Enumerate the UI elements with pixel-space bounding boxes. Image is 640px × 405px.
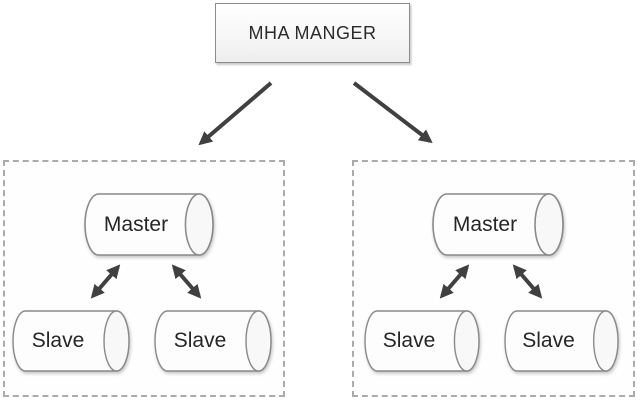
cluster-1-slave-1-cylinder: Slave bbox=[12, 310, 130, 372]
slave-label: Slave bbox=[31, 329, 85, 352]
mha-manager-node: MHA MANGER bbox=[215, 3, 410, 63]
database-cylinder-icon bbox=[432, 193, 564, 256]
database-cylinder-icon bbox=[154, 310, 272, 372]
cluster-2-slave-2-cylinder: Slave bbox=[504, 310, 619, 372]
cluster-1-slave-2-cylinder: Slave bbox=[154, 310, 272, 372]
database-cylinder-icon bbox=[504, 310, 619, 372]
cluster-1-master-cylinder: Master bbox=[84, 193, 214, 256]
cluster-2-slave-1-cylinder: Slave bbox=[364, 310, 480, 372]
database-cylinder-icon bbox=[12, 310, 130, 372]
database-cylinder-icon bbox=[364, 310, 480, 372]
master-label: Master bbox=[452, 212, 518, 236]
slave-label: Slave bbox=[382, 329, 436, 352]
slave-label: Slave bbox=[173, 329, 227, 352]
mha-manager-label: MHA MANGER bbox=[248, 22, 377, 43]
cluster-2-master-cylinder: Master bbox=[432, 193, 564, 256]
database-cylinder-icon bbox=[84, 193, 214, 256]
arrow-manager-to-cluster2 bbox=[352, 81, 433, 144]
slave-label: Slave bbox=[522, 329, 575, 352]
master-label: Master bbox=[103, 212, 169, 236]
arrow-manager-to-cluster1 bbox=[198, 81, 273, 146]
